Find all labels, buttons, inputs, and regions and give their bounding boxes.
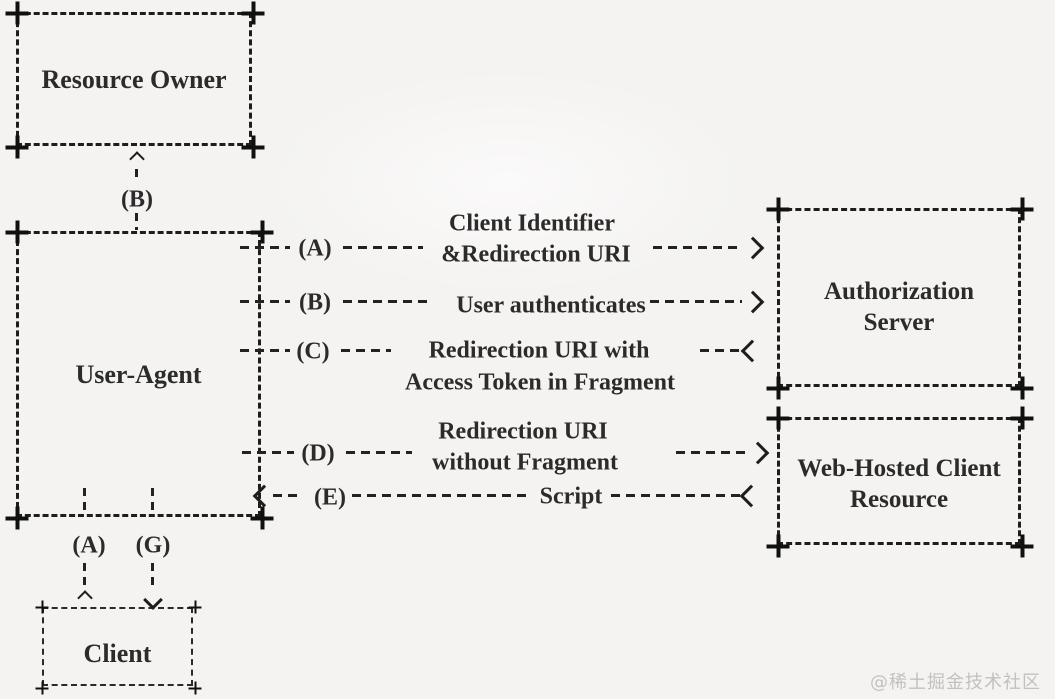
flow-d-text-line1: Redirection URI: [438, 418, 608, 445]
corner-plus-icon: [250, 220, 274, 244]
flow-a-text-line1: Client Identifier: [449, 210, 615, 237]
corner-plus-icon: [5, 135, 29, 159]
corner-plus-icon: [1010, 376, 1034, 400]
corner-plus-icon: [241, 135, 265, 159]
dashed-line: [341, 349, 391, 352]
resource-owner-box: Resource Owner: [5, 1, 265, 159]
web-hosted-client-label-line2: Resource: [849, 486, 949, 513]
user-agent-box: User-Agent: [5, 220, 274, 530]
flow-b-label: (B): [299, 289, 331, 316]
corner-plus-icon: [188, 600, 202, 614]
corner-plus-icon: [35, 600, 49, 614]
corner-plus-icon: [35, 681, 49, 695]
flow-d-label: (D): [301, 440, 335, 467]
flow-a-label: (A): [298, 235, 332, 262]
dashed-line: [653, 246, 741, 249]
dashed-line: [151, 488, 154, 515]
corner-plus-icon: [1010, 534, 1034, 558]
arrowhead-up-icon: [77, 590, 93, 606]
corner-plus-icon: [766, 376, 790, 400]
corner-plus-icon: [766, 534, 790, 558]
dashed-line: [700, 349, 742, 352]
client-box: Client: [35, 600, 202, 695]
arrowhead-up-icon: [129, 151, 145, 167]
corner-plus-icon: [766, 197, 790, 221]
corner-plus-icon: [1010, 406, 1034, 430]
dashed-line: [343, 246, 423, 249]
dashed-line: [650, 300, 742, 303]
dashed-line: [352, 494, 530, 497]
dashed-line: [242, 451, 294, 454]
dashed-line: [346, 451, 412, 454]
arrowhead-right-icon: [746, 441, 770, 465]
flow-bottom-a-label: (A): [72, 532, 106, 559]
arrowhead-left-icon: [739, 484, 763, 508]
dashed-line: [611, 494, 742, 497]
dashed-line: [83, 488, 86, 515]
client-label: Client: [83, 639, 152, 668]
resource-owner-label: Resource Owner: [41, 64, 227, 94]
arrowhead-right-icon: [741, 236, 765, 260]
flow-e-text: Script: [539, 483, 603, 510]
authorization-server-label-line2: Server: [863, 308, 935, 336]
dashed-line: [343, 300, 428, 303]
user-agent-label: User-Agent: [75, 359, 202, 389]
flow-bottom-g-label: (G): [135, 532, 171, 559]
corner-plus-icon: [1010, 197, 1034, 221]
flow-d-text-line2: without Fragment: [432, 449, 618, 476]
dashed-line: [83, 563, 86, 588]
dashed-line: [151, 563, 154, 588]
dashed-line: [240, 300, 290, 303]
corner-plus-icon: [250, 506, 274, 530]
dashed-line: [135, 169, 138, 182]
flow-top-b-label: (B): [121, 186, 153, 213]
flow-c-label: (C): [296, 338, 330, 365]
dashed-line: [135, 213, 138, 230]
corner-plus-icon: [5, 220, 29, 244]
flow-a-text-line2: &Redirection URI: [441, 241, 631, 268]
arrowhead-left-icon: [740, 339, 764, 363]
flow-c-text-line2: Access Token in Fragment: [405, 369, 675, 396]
authorization-server-label-line1: Authorization: [824, 277, 974, 305]
corner-plus-icon: [188, 681, 202, 695]
flow-e-label: (E): [314, 484, 346, 511]
dashed-line: [273, 494, 303, 497]
web-hosted-client-label-line1: Web-Hosted Client: [797, 455, 1001, 482]
watermark-text: @稀土掘金技术社区: [870, 672, 1041, 693]
corner-plus-icon: [5, 506, 29, 530]
dashed-line: [240, 349, 290, 352]
corner-plus-icon: [241, 1, 265, 25]
corner-plus-icon: [766, 406, 790, 430]
corner-plus-icon: [5, 1, 29, 25]
dashed-line: [676, 451, 750, 454]
authorization-server-box: Authorization Server: [766, 197, 1034, 400]
dashed-line: [240, 246, 290, 249]
arrowhead-right-icon: [741, 290, 765, 314]
flow-c-text-line1: Redirection URI with: [428, 337, 650, 364]
flow-b-text: User authenticates: [456, 292, 646, 319]
web-hosted-client-resource-box: Web-Hosted Client Resource: [766, 406, 1034, 558]
